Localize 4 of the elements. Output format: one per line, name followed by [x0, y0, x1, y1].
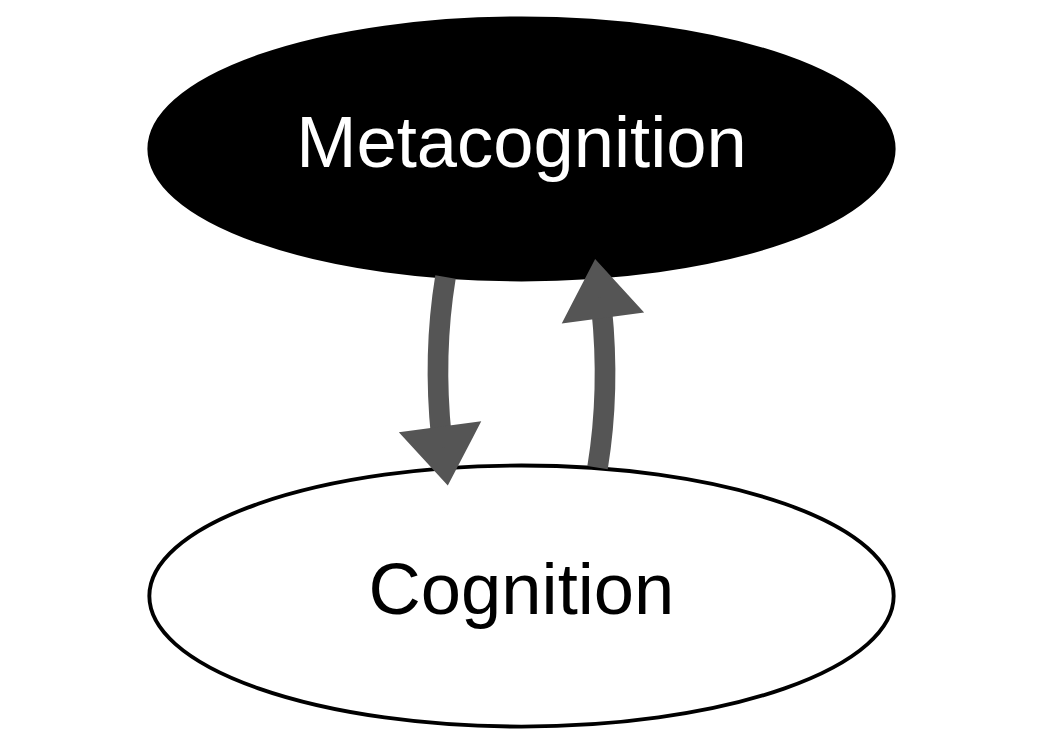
arrow [398, 275, 482, 486]
node-ellipse: Metacognition [147, 16, 896, 282]
node-ellipse: Cognition [147, 463, 896, 729]
arrow [561, 259, 645, 470]
